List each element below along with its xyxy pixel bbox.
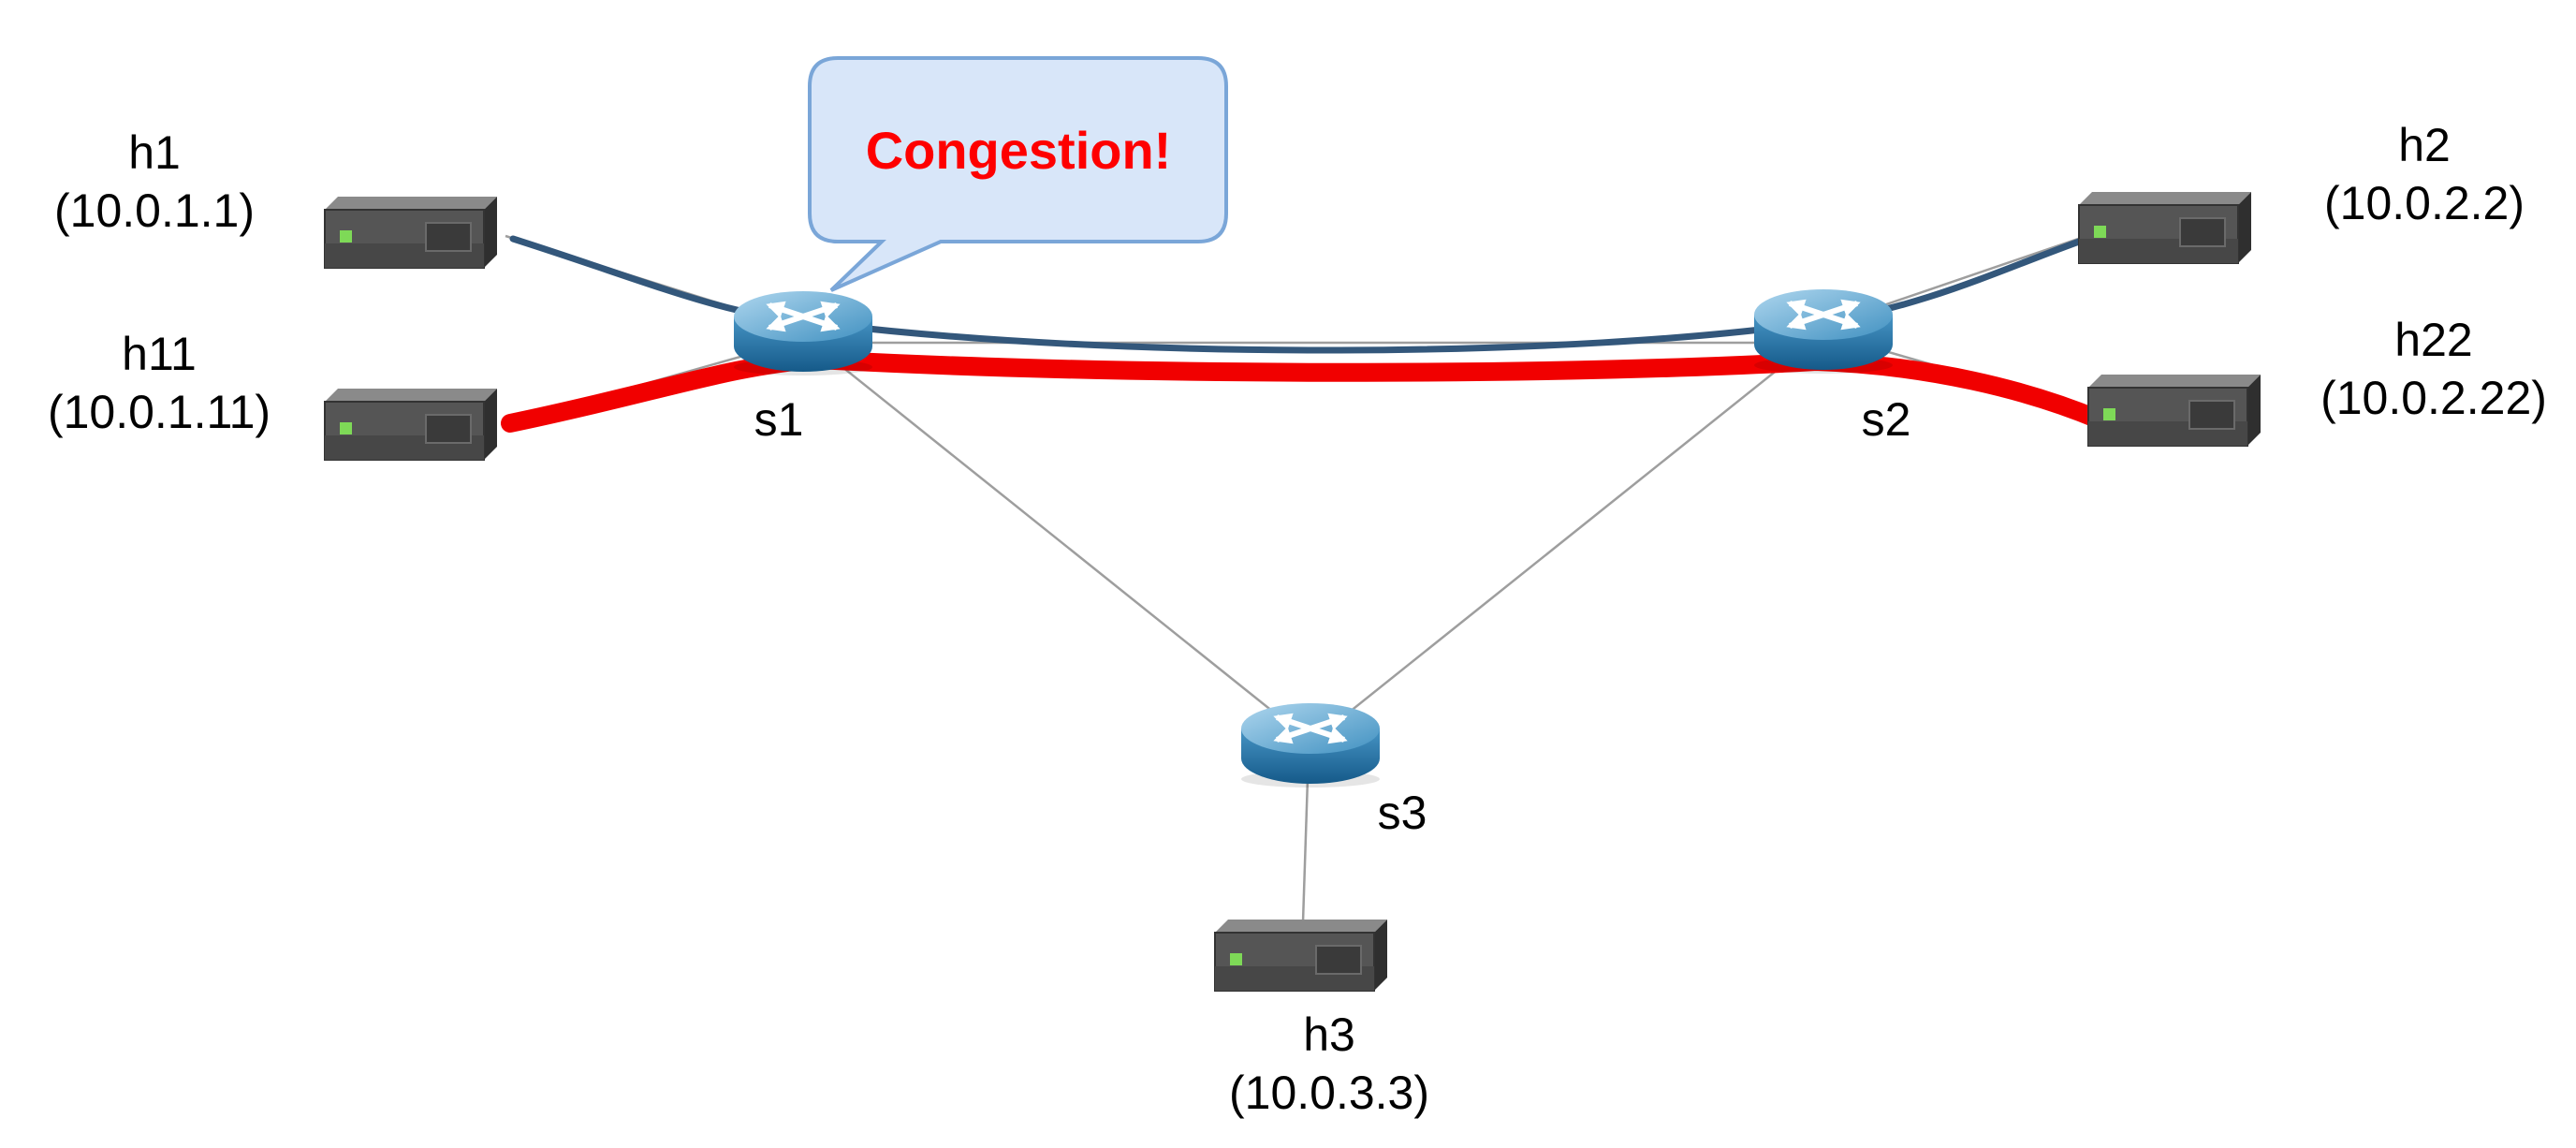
host-h1-icon: [324, 196, 498, 269]
host-h2-label: h2: [2398, 119, 2451, 171]
host-h11-label: h11: [122, 328, 197, 380]
flow-blue-h1-h2: [509, 232, 2099, 354]
host-h11-ip: (10.0.1.11): [48, 386, 271, 438]
switch-s2-icon: [1754, 289, 1893, 374]
host-h11-icon: [324, 388, 498, 461]
host-h1-label: h1: [128, 126, 181, 179]
host-h3-icon: [1214, 919, 1388, 992]
switch-s2-label: s2: [1862, 393, 1911, 446]
host-h22-label: h22: [2394, 314, 2472, 366]
congested-flow-red-h11-h22: [501, 349, 2108, 433]
host-h1-ip: (10.0.1.1): [54, 184, 255, 237]
switch-s1-label: s1: [754, 393, 804, 446]
link-s1-s3: [804, 336, 1311, 743]
congestion-callout: Congestion!: [808, 56, 1228, 292]
switch-s3-label: s3: [1378, 787, 1427, 839]
host-h3-label: h3: [1303, 1008, 1355, 1061]
host-h22-icon: [2087, 374, 2261, 447]
congestion-callout-text: Congestion!: [866, 121, 1172, 180]
host-h2-ip: (10.0.2.2): [2324, 177, 2525, 229]
host-h22-ip: (10.0.2.22): [2320, 372, 2547, 424]
host-h2-icon: [2078, 191, 2252, 264]
congestion-callout-bubble: [808, 56, 1228, 292]
switch-s1-icon: [734, 291, 872, 375]
link-s2-s3: [1311, 334, 1822, 743]
switch-s3-icon: [1241, 703, 1380, 787]
host-h3-ip: (10.0.3.3): [1229, 1067, 1429, 1119]
